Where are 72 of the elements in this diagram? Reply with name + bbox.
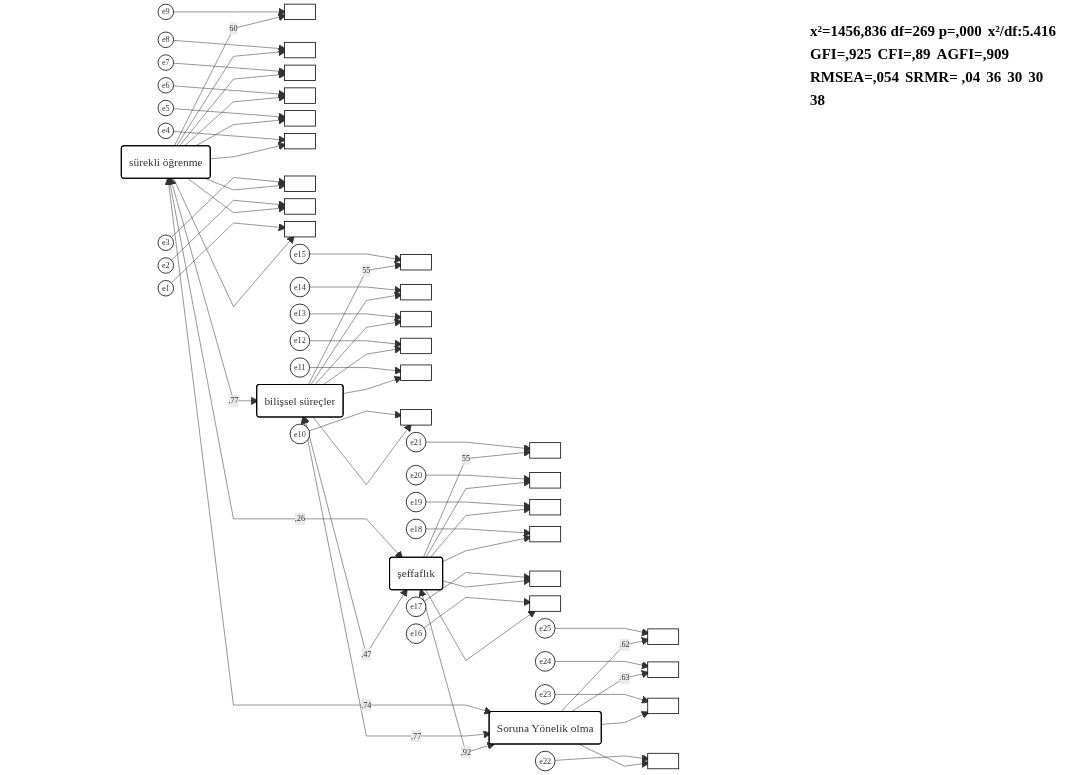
edge-label: .62 <box>619 640 630 650</box>
node-circle: e2 <box>157 257 174 274</box>
edge-label: ,74 <box>361 700 372 710</box>
edge-label: ,47 <box>361 649 372 659</box>
node-circle: e3 <box>157 234 174 251</box>
node-box <box>400 364 432 381</box>
edge-label: 60 <box>229 23 238 33</box>
edge-label: 55 <box>362 265 371 275</box>
node-box <box>647 661 680 678</box>
node-box <box>529 526 562 543</box>
node-circle: e12 <box>289 330 311 351</box>
fit-statistic: AGFI=,909 <box>936 46 1009 63</box>
node-box <box>284 3 316 21</box>
node-circle: e14 <box>289 276 311 298</box>
node-box <box>529 442 562 459</box>
node-circle: e9 <box>157 3 174 21</box>
fit-statistic: GFI=,925 <box>810 46 872 63</box>
node-box <box>400 337 432 355</box>
node-box <box>284 221 316 238</box>
fit-statistic: x²/df:5.416 <box>987 23 1057 40</box>
node-circle: e25 <box>534 618 556 639</box>
node-circle: e17 <box>405 596 427 617</box>
node-circle: e1 <box>157 280 174 297</box>
node-circle: e20 <box>405 464 427 486</box>
fit-statistic: 36 <box>986 69 1002 86</box>
fit-statistic: SRMR= ,04 <box>904 69 981 86</box>
node-circle: e11 <box>289 357 310 378</box>
node-circle: e18 <box>405 518 427 540</box>
edge-label: 55 <box>461 454 471 463</box>
edge-label: ,92 <box>460 747 472 757</box>
node-circle: e23 <box>534 684 556 705</box>
edge-label: ,26 <box>294 514 306 523</box>
node-circle: e15 <box>289 243 311 265</box>
node-box <box>400 284 432 301</box>
node-box <box>529 499 562 516</box>
edge-label: ,77 <box>228 396 239 405</box>
node-box <box>284 87 316 104</box>
node-box <box>529 595 562 612</box>
node-circle: e13 <box>289 303 311 325</box>
edge-label: .63 <box>619 673 630 683</box>
node-box <box>400 254 432 271</box>
fit-statistic: 30 <box>1028 69 1044 86</box>
fit-statistic: CFI=,89 <box>877 46 931 63</box>
node-box <box>400 409 432 426</box>
node-box <box>529 570 562 587</box>
fit-statistic: 30 <box>1007 69 1023 86</box>
node-box <box>529 472 562 489</box>
node-box <box>284 133 316 150</box>
node-box <box>284 175 316 192</box>
node-box <box>647 752 680 770</box>
edge-label: ,77 <box>410 731 422 741</box>
node-circle: e5 <box>157 99 174 117</box>
fit-statistic: RMSEA=,054 <box>810 69 899 86</box>
node-box <box>284 41 316 59</box>
node-circle: e7 <box>157 54 174 71</box>
node-box <box>284 64 316 81</box>
node-circle: e24 <box>534 651 556 672</box>
node-box <box>284 198 316 215</box>
node-circle: e16 <box>405 623 427 644</box>
node-box <box>647 628 680 645</box>
node-circle: e19 <box>405 491 427 513</box>
node-box <box>400 310 432 328</box>
node-box <box>647 697 680 715</box>
node-box <box>284 110 316 127</box>
node-circle: e6 <box>157 77 174 94</box>
fit-statistic: 38 <box>810 92 825 109</box>
node-circle: e8 <box>157 31 174 48</box>
node-circle: e4 <box>157 122 174 139</box>
node-circle: e10 <box>289 423 311 445</box>
fit-statistic: x²=1456,836 df=269 p=,000 <box>810 23 982 40</box>
node-circle: e21 <box>405 431 427 453</box>
node-circle: e22 <box>534 750 556 772</box>
